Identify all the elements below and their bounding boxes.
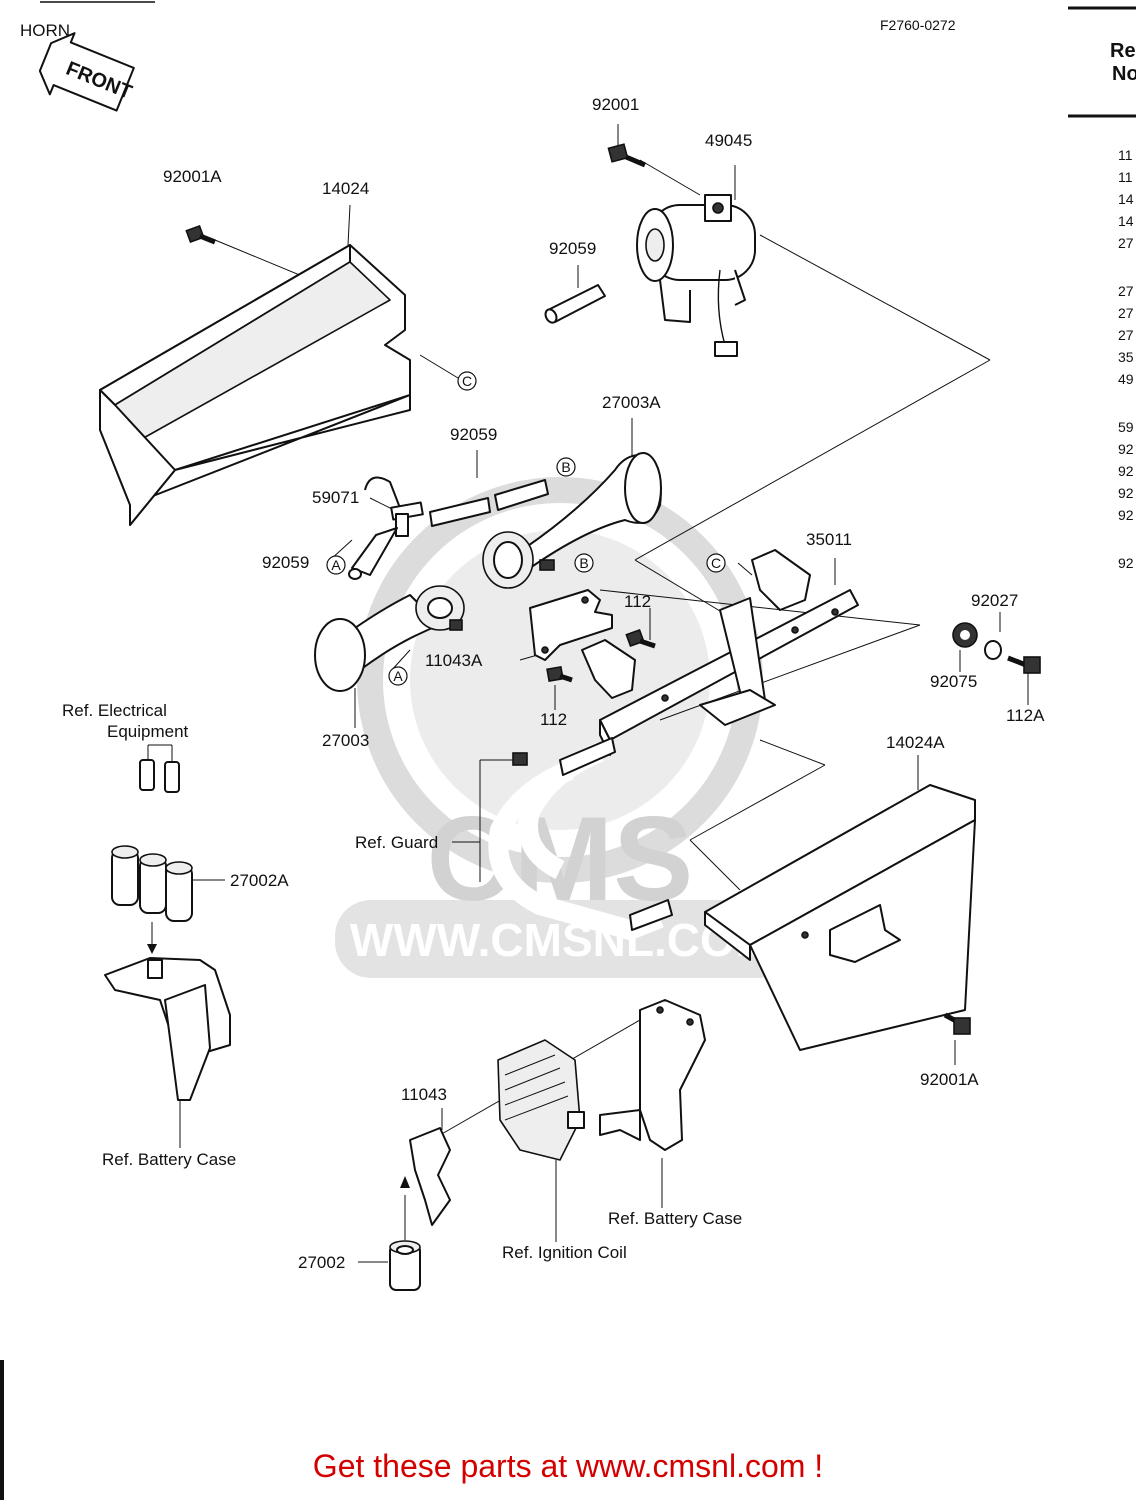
hose-92059-top [544,284,606,324]
label-14024: 14024 [322,179,369,198]
label-59071: 59071 [312,488,359,507]
callout-c-bracket: C [706,553,726,573]
arrow-down-icon [147,944,157,954]
footer-link-text[interactable]: Get these parts at www.cmsnl.com ! [312,1448,824,1484]
bolt-112-a [625,628,656,649]
label-92001a-bottom: 92001A [920,1070,979,1089]
label-27002a: 27002A [230,871,289,890]
callout-b-horn: B [574,553,594,573]
label-92059-top: 92059 [549,239,596,258]
battery-case-bracket-right [599,999,706,1151]
ref-row: 49 [1118,371,1134,387]
callout-label: C [711,555,721,571]
label-35011: 35011 [806,530,852,549]
arrow-up-icon [400,1176,410,1188]
label-112-b: 112 [540,710,567,729]
label-11043: 11043 [401,1085,447,1104]
label-27003: 27003 [322,731,369,750]
bolt-112a [1007,655,1041,674]
ref-row: 11 [1118,169,1133,185]
ref-row: 92 [1118,463,1134,479]
ref-row: 27 [1118,235,1134,251]
bracket-35011 [581,549,859,756]
clip-11043 [409,1127,451,1226]
ref-row: 92 [1118,507,1134,523]
callout-label: B [561,459,570,475]
ref-row: 27 [1118,305,1134,321]
label-92001a-top: 92001A [163,167,222,186]
fuse-holder-27002 [389,1240,421,1291]
bolt-92001 [607,143,646,168]
ref-row: 14 [1118,191,1134,207]
label-ref-electrical: Ref. Electrical [62,701,167,720]
watermark-url: WWW.CMSNL.COM [350,914,774,966]
label-14024a: 14024A [886,733,945,752]
bolt-92001a-top [185,224,216,245]
horn-cover-14024 [99,244,411,526]
page-title: HORN [20,21,70,40]
callout-label: A [393,668,403,684]
part-labels: 92001 49045 92001A 14024 92059 27003A 92… [62,95,1045,1272]
label-92001: 92001 [592,95,639,114]
label-92059-middle: 92059 [450,425,497,444]
ref-table-header-2: No [1112,63,1136,85]
ref-row: 27 [1118,327,1134,343]
label-49045: 49045 [705,131,752,150]
ref-table: Re No 11 11 14 14 27 27 27 27 35 49 59 9… [1068,6,1136,571]
fuse-holder-27002a [111,845,193,922]
cover-14024a [704,784,976,1051]
ref-row: 92 [1118,485,1134,501]
label-112a: 112A [1006,706,1045,725]
ref-row: 27 [1118,283,1134,299]
label-ref-battery-case-left: Ref. Battery Case [102,1150,236,1169]
label-27002: 27002 [298,1253,345,1272]
watermark-banner [335,900,795,978]
ignition-coil [497,1039,585,1161]
callout-c-cover: C [457,371,477,391]
label-92075: 92075 [930,672,977,691]
guard-tube [488,737,673,941]
label-27003a: 27003A [602,393,661,412]
callout-label: A [331,557,341,573]
label-11043a: 11043A [425,651,483,670]
callout-label: B [579,555,588,571]
callout-label: C [462,373,472,389]
label-92027: 92027 [971,591,1018,610]
battery-case-bracket-left [104,957,231,1101]
ref-table-rows: 11 11 14 14 27 27 27 27 35 49 59 92 92 9… [1118,147,1134,571]
collar-92027 [984,640,1002,660]
fuse-pair [139,759,180,793]
ref-row: 59 [1118,419,1134,435]
label-ref-battery-case-right: Ref. Battery Case [608,1209,742,1228]
ref-row: 11 [1118,147,1133,163]
front-arrow-icon: FRONT [38,32,135,112]
ref-table-header-1: Re [1110,40,1136,62]
horn-compressor-49045 [636,194,756,357]
air-horn-27003a [482,452,662,589]
callout-a-hose: A [326,555,346,575]
bracket-11043a [529,589,613,661]
label-ref-guard: Ref. Guard [355,833,438,852]
hose-junction-59071 [348,476,549,580]
bolt-112-b [546,665,573,683]
callout-b-hose: B [556,457,576,477]
ref-row: 35 [1118,349,1134,365]
bolt-92001a-bottom [943,1012,971,1035]
callout-a-horn: A [388,666,408,686]
label-112-a: 112 [624,592,651,611]
air-horn-27003 [314,585,465,692]
figure-code: F2760-0272 [880,17,956,33]
label-92059-lower: 92059 [262,553,309,572]
ref-row: 14 [1118,213,1134,229]
label-ref-equipment: Equipment [107,722,189,741]
label-ref-ignition-coil: Ref. Ignition Coil [502,1243,627,1262]
ref-row: 92 [1118,555,1134,571]
grommet-92075 [952,622,978,648]
ref-row: 92 [1118,441,1134,457]
